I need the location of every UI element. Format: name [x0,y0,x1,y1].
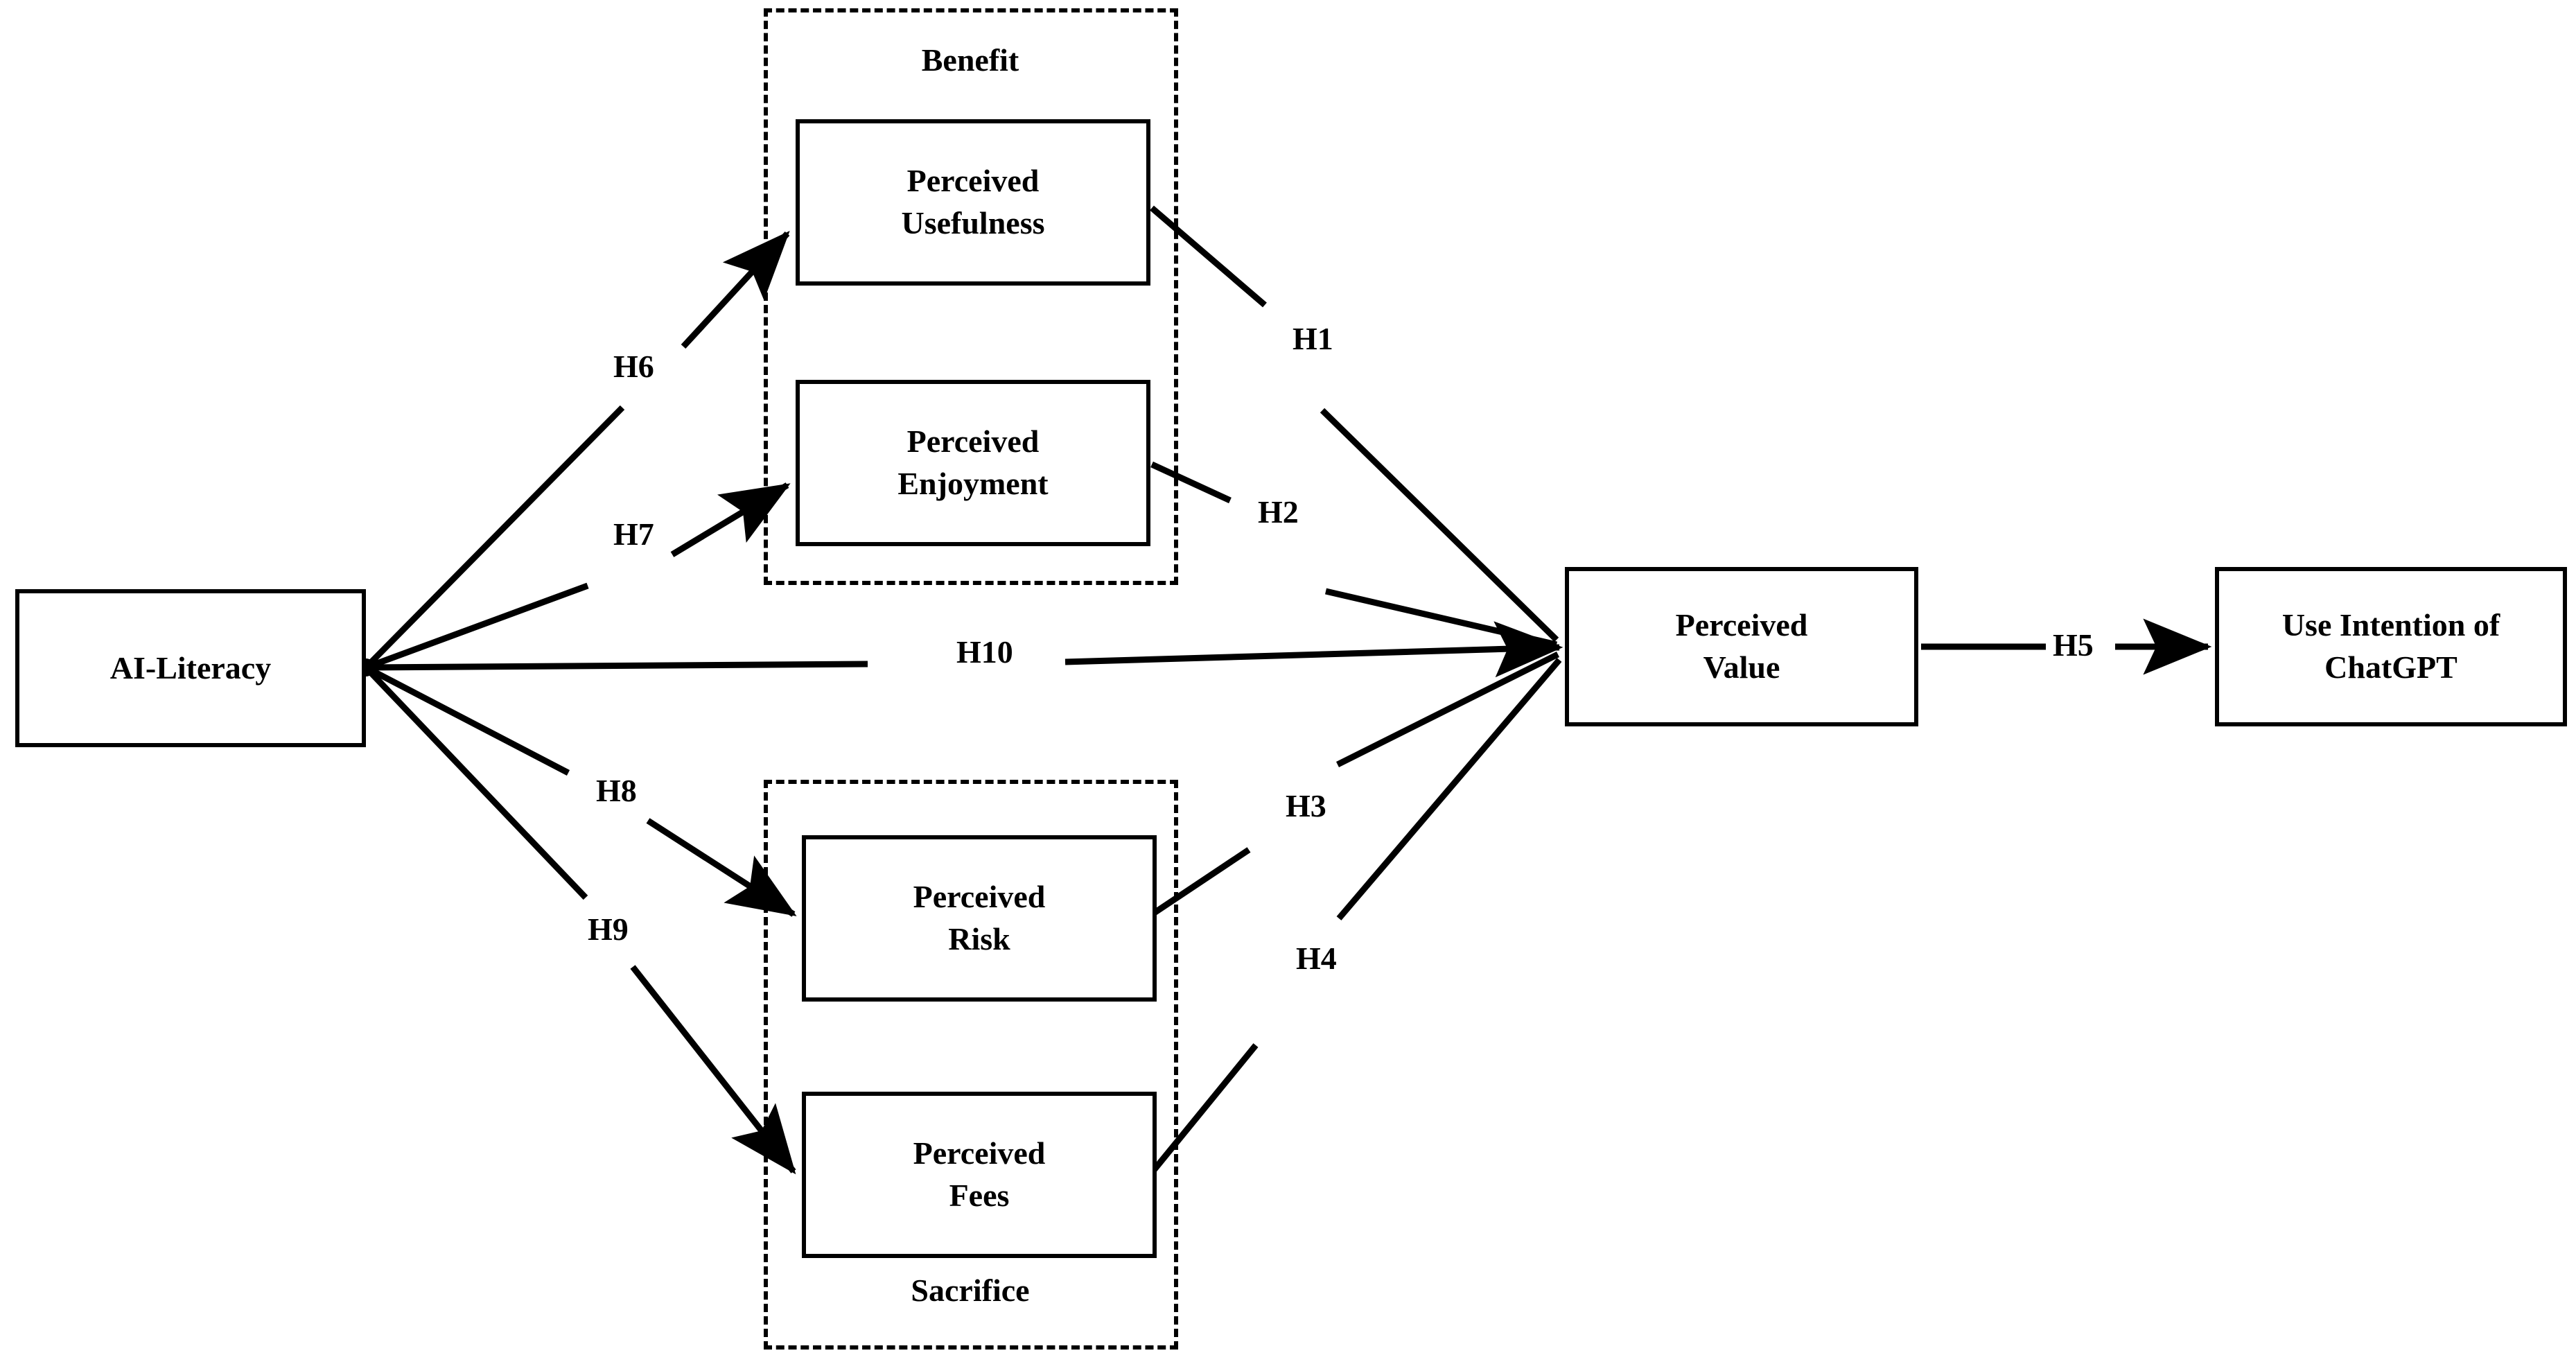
construct-use-intention-chatgpt-label: Use Intention of ChatGPT [2281,607,2500,685]
path-h8-segment-b [646,818,797,917]
path-label-h9: H9 [581,914,636,945]
path-h10-segment-b [1064,621,1563,678]
path-h6-segment-a [363,405,625,670]
path-label-h5: H5 [2046,629,2101,661]
path-h7-segment-a [365,582,589,671]
path-label-h6: H6 [606,351,661,383]
path-h1-segment-b [1320,408,1559,643]
construct-perceived-enjoyment[interactable]: Perceived Enjoyment [796,380,1150,546]
group-sacrifice [764,780,1178,1350]
group-benefit-label: Benefit [921,42,1019,78]
construct-ai-literacy[interactable]: AI-Literacy [15,589,366,747]
path-h2-segment-b [1324,588,1558,648]
path-h2-segment-a [1150,461,1232,504]
path-h3-segment-b [1335,651,1560,768]
construct-perceived-risk[interactable]: Perceived Risk [802,835,1157,1002]
path-h4-segment-b [1336,658,1562,920]
construct-perceived-usefulness-label: Perceived Usefulness [901,163,1045,241]
path-h4-segment-a [1148,1043,1259,1176]
path-h3-segment-a [1149,847,1251,918]
path-h8-segment-a [364,665,570,776]
path-label-h3: H3 [1279,790,1333,822]
construct-perceived-enjoyment-label: Perceived Enjoyment [897,424,1049,501]
construct-use-intention-chatgpt[interactable]: Use Intention of ChatGPT [2215,567,2567,726]
construct-perceived-value[interactable]: Perceived Value [1565,567,1918,726]
path-h9-segment-a [363,665,588,900]
path-h7-segment-b [670,482,791,557]
path-label-h10: H10 [949,636,1020,668]
construct-ai-literacy-label: AI-Literacy [109,649,272,686]
construct-perceived-fees[interactable]: Perceived Fees [802,1092,1157,1258]
path-label-h2: H2 [1251,496,1306,528]
path-label-h4: H4 [1289,943,1344,975]
path-h6-segment-b [681,231,790,349]
construct-perceived-fees-label: Perceived Fees [913,1135,1046,1213]
construct-perceived-risk-label: Perceived Risk [913,879,1046,957]
construct-perceived-value-label: Perceived Value [1675,607,1808,685]
path-h1-segment-a [1150,205,1267,308]
path-label-h1: H1 [1286,323,1340,355]
path-label-h7: H7 [606,518,661,550]
group-sacrifice-label: Sacrifice [911,1273,1030,1308]
path-label-h8: H8 [589,775,644,807]
construct-perceived-usefulness[interactable]: Perceived Usefulness [796,119,1150,286]
path-h10-segment-a [365,661,868,671]
